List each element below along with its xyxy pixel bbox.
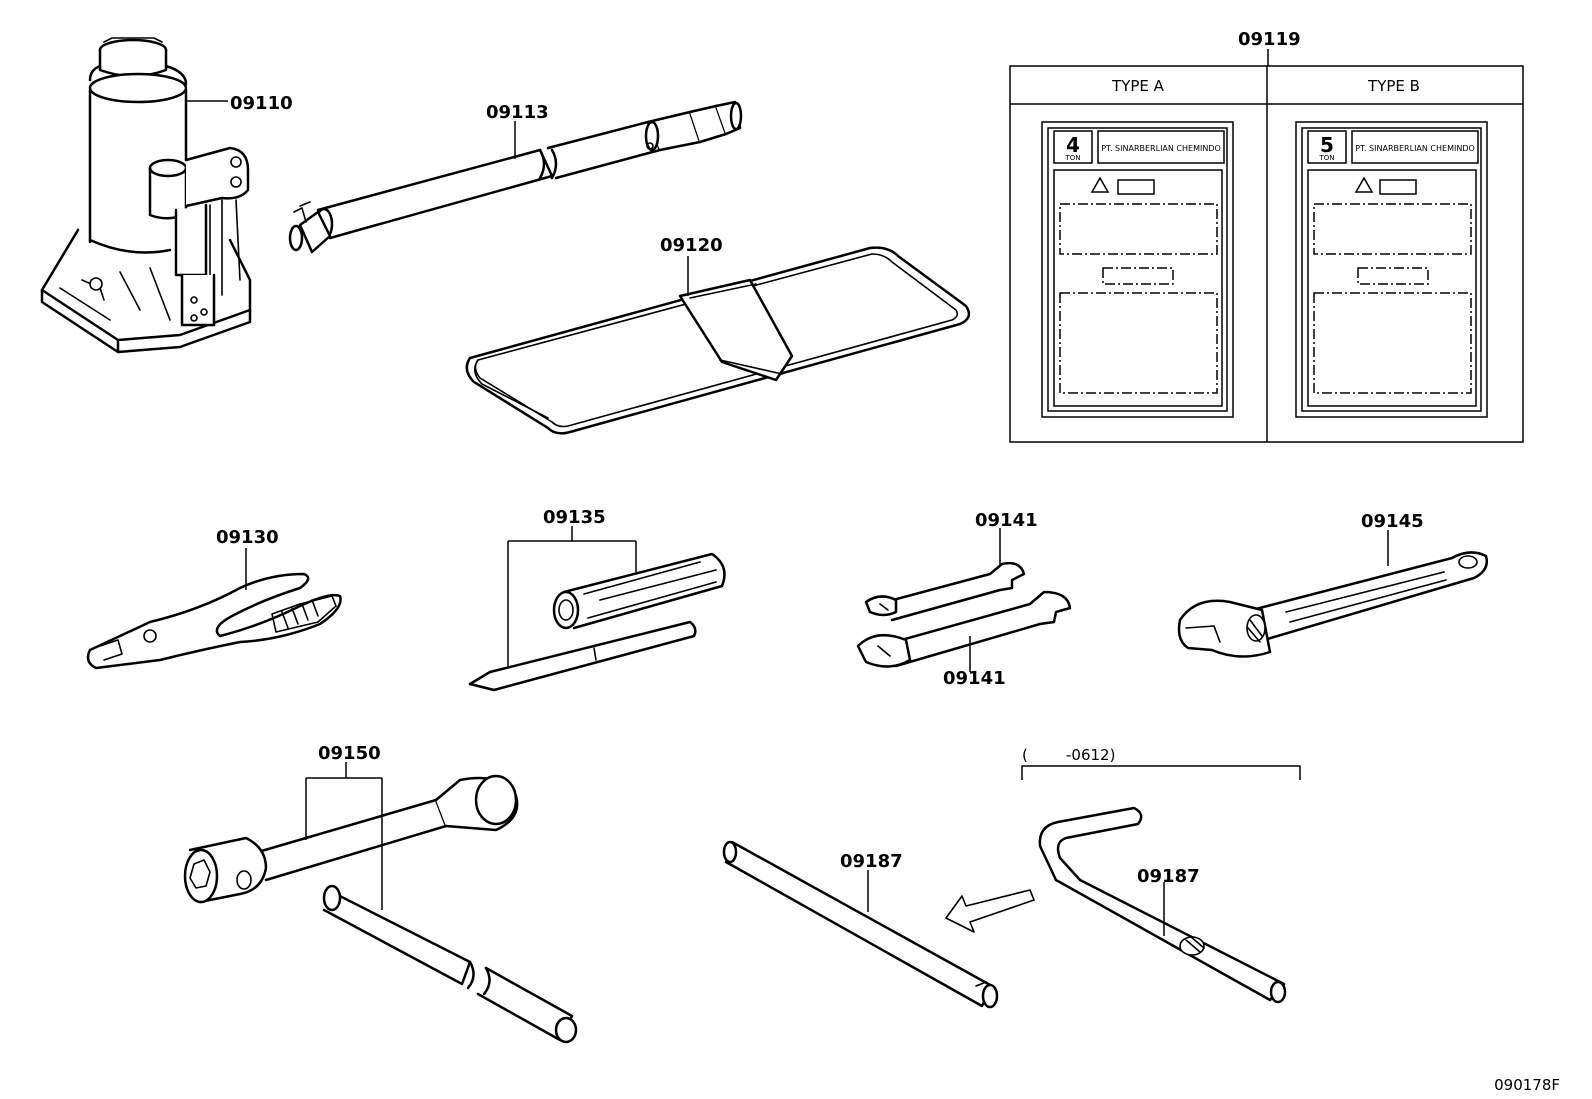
- pliers-illustration: [86, 548, 342, 670]
- lug-wrench-part-number: 09150: [318, 743, 381, 764]
- type-b-maker: PT. SINARBERLIAN CHEMINDO: [1355, 144, 1475, 153]
- type-a-maker: PT. SINARBERLIAN CHEMINDO: [1101, 144, 1221, 153]
- type-a-label: [1041, 121, 1234, 418]
- wrench-upper-part-number: 09141: [975, 510, 1038, 531]
- date-range-label: ( -0612): [1022, 746, 1115, 764]
- screwdriver-part-number: 09135: [543, 507, 606, 528]
- jack-handle-part-number: 09113: [486, 102, 549, 123]
- type-b-unit: TON: [1318, 154, 1334, 162]
- wrench-lower-part-number: 09141: [943, 668, 1006, 689]
- jack-illustration: [40, 37, 252, 354]
- diagram-reference-code: 090178F: [1494, 1076, 1560, 1094]
- caution-label-panel: [1009, 65, 1524, 443]
- screwdriver-illustration: [468, 526, 726, 692]
- type-a-unit: TON: [1064, 154, 1080, 162]
- bar-bent-part-number: 09187: [1137, 866, 1200, 887]
- type-a-header: TYPE A: [1111, 77, 1165, 95]
- type-b-label: [1295, 121, 1488, 418]
- adjustable-wrench-part-number: 09145: [1361, 511, 1424, 532]
- jack-part-number: 09110: [230, 93, 293, 114]
- jack-handle-illustration: [288, 100, 743, 254]
- type-a-capacity: 4: [1066, 133, 1080, 157]
- bar-bent-illustration: [1021, 765, 1301, 1004]
- tool-bag-illustration: [465, 246, 971, 435]
- caution-label-part-number: 09119: [1238, 29, 1301, 50]
- pliers-part-number: 09130: [216, 527, 279, 548]
- wrench-upper-illustration: [864, 528, 1026, 622]
- direction-arrow: [945, 889, 1035, 933]
- type-b-capacity: 5: [1320, 133, 1334, 157]
- wrench-lower-illustration: [856, 590, 1072, 672]
- bar-straight-part-number: 09187: [840, 851, 903, 872]
- type-b-header: TYPE B: [1367, 77, 1420, 95]
- adjustable-wrench-illustration: [1177, 530, 1488, 658]
- bar-straight-illustration: [722, 840, 999, 1009]
- lug-wrench-illustration: [183, 762, 578, 1044]
- tool-bag-part-number: 09120: [660, 235, 723, 256]
